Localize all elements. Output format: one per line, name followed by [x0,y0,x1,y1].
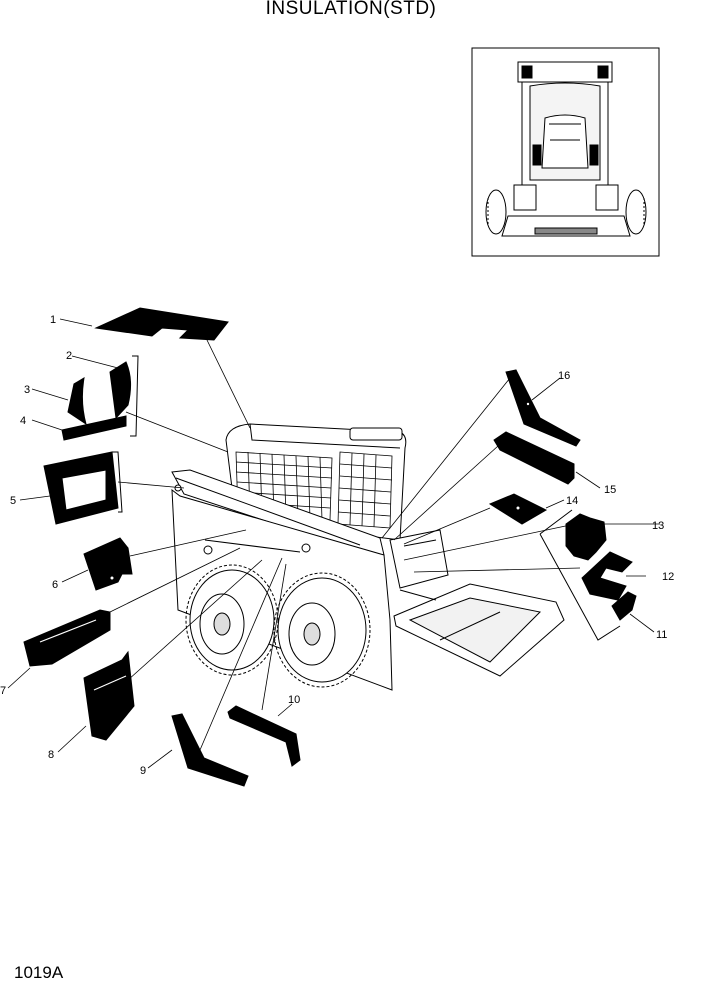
callout-12: 12 [662,571,674,583]
drawing-code: 1019A [14,963,64,982]
part-16-side-wedge [505,369,581,447]
callout-2: 2 [66,350,72,362]
inset-view [471,47,660,257]
callout-13: 13 [652,520,664,532]
part-10-floor-strip [227,705,301,767]
callout-4: 4 [20,415,26,427]
part-2-side-insulation [109,361,132,420]
callout-15: 15 [604,484,616,496]
callout-16: 16 [558,370,570,382]
bucket [393,583,565,677]
part-1-roof-insulation [94,307,229,341]
part-13-cross-pad [565,513,607,561]
callout-11: 11 [656,629,667,641]
callout-6: 6 [52,579,58,591]
wheel-rear [273,572,371,688]
part-6-lower-panel [83,537,133,591]
callout-8: 8 [48,749,54,761]
callout-14: 14 [566,495,578,507]
callout-10: 10 [288,694,300,706]
page-title: INSULATION(STD) [265,0,437,19]
part-9-side-wedge [171,713,249,787]
part-12-c-panel [581,551,633,601]
part-4-rear-strip [61,415,127,441]
part-11-small-pad [611,591,637,621]
skid-steer-loader [171,423,565,691]
part-8-seat-base-panel [83,650,135,741]
callout-3: 3 [24,384,30,396]
part-7-bracket-panel [23,609,111,667]
callout-labels: 1 2 3 4 5 6 7 8 9 10 11 12 13 14 15 16 [0,314,674,777]
callout-5: 5 [10,495,16,507]
callout-9: 9 [140,765,146,777]
parts [23,307,637,787]
leader-lines [7,318,660,769]
part-5-rear-window-frame [43,451,119,525]
callout-7: 7 [0,685,6,697]
part-3-side-insulation [67,377,87,426]
wheel-front [185,564,279,676]
callout-1: 1 [50,314,56,326]
part-15-step-strip [493,431,575,485]
